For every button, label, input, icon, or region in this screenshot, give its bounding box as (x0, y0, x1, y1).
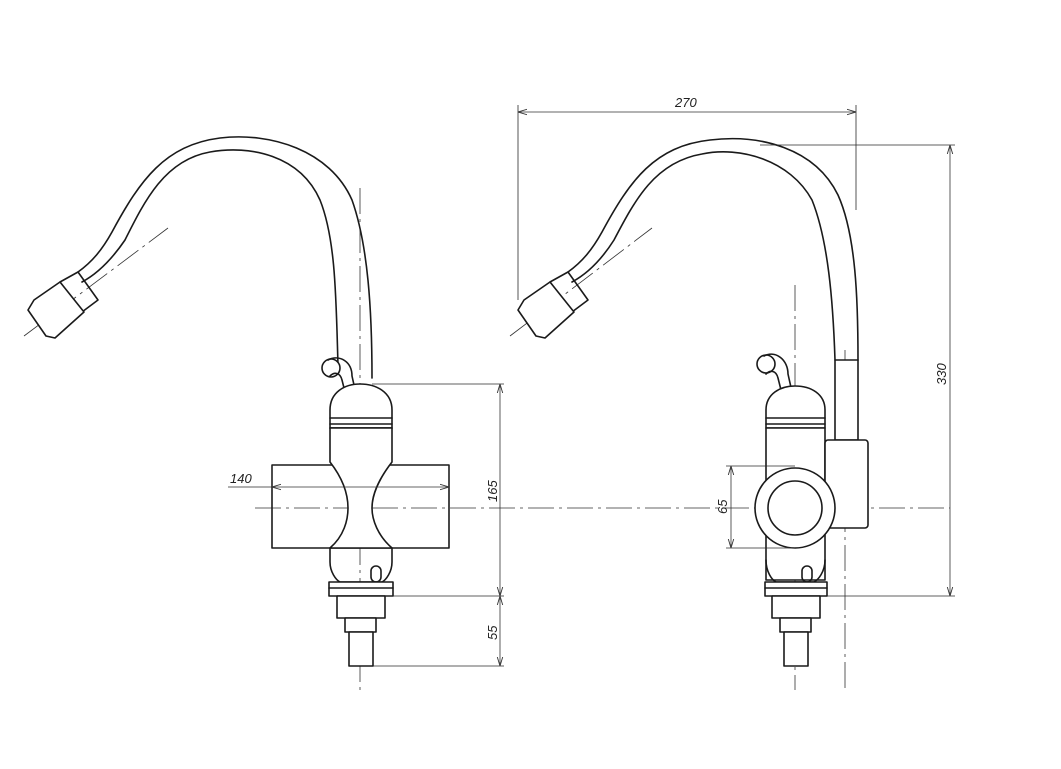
body-cap-right (765, 385, 826, 429)
nozzle-right (517, 281, 575, 339)
spout-outer-left (81, 149, 339, 366)
drain-slot-left (370, 565, 382, 583)
nut-top-right (764, 581, 828, 597)
stem-top-left (344, 617, 377, 633)
stem-left (348, 631, 374, 667)
spout-inner-right (567, 137, 859, 361)
dim-270-label: 270 (674, 95, 697, 110)
spout-axis-left (23, 227, 169, 337)
spout-axis-right (509, 227, 653, 337)
nut-body-right (771, 595, 821, 619)
nozzle-left (27, 281, 85, 339)
heater-inner-ring (767, 480, 823, 536)
dim-65-label: 65 (715, 499, 730, 514)
lower-body-left (329, 547, 393, 583)
nut-body-left (336, 595, 386, 619)
dim-165-label: 165 (485, 480, 500, 502)
front-view: 140 165 55 (23, 136, 950, 690)
spout-outer-right (571, 151, 836, 361)
body-cap-left (329, 383, 393, 429)
spout-tube-right (834, 359, 859, 441)
body-waist-left (329, 427, 393, 549)
spout-inner-left (77, 136, 373, 379)
dim-55-label: 55 (485, 625, 500, 640)
dim-140-label: 140 (230, 471, 252, 486)
nut-top-left (328, 581, 394, 597)
dim-330-label: 330 (934, 363, 949, 385)
side-view: 270 330 65 (509, 95, 955, 690)
lever-knob-right (756, 354, 776, 374)
stem-right (783, 631, 809, 667)
stem-top-right (779, 617, 812, 633)
